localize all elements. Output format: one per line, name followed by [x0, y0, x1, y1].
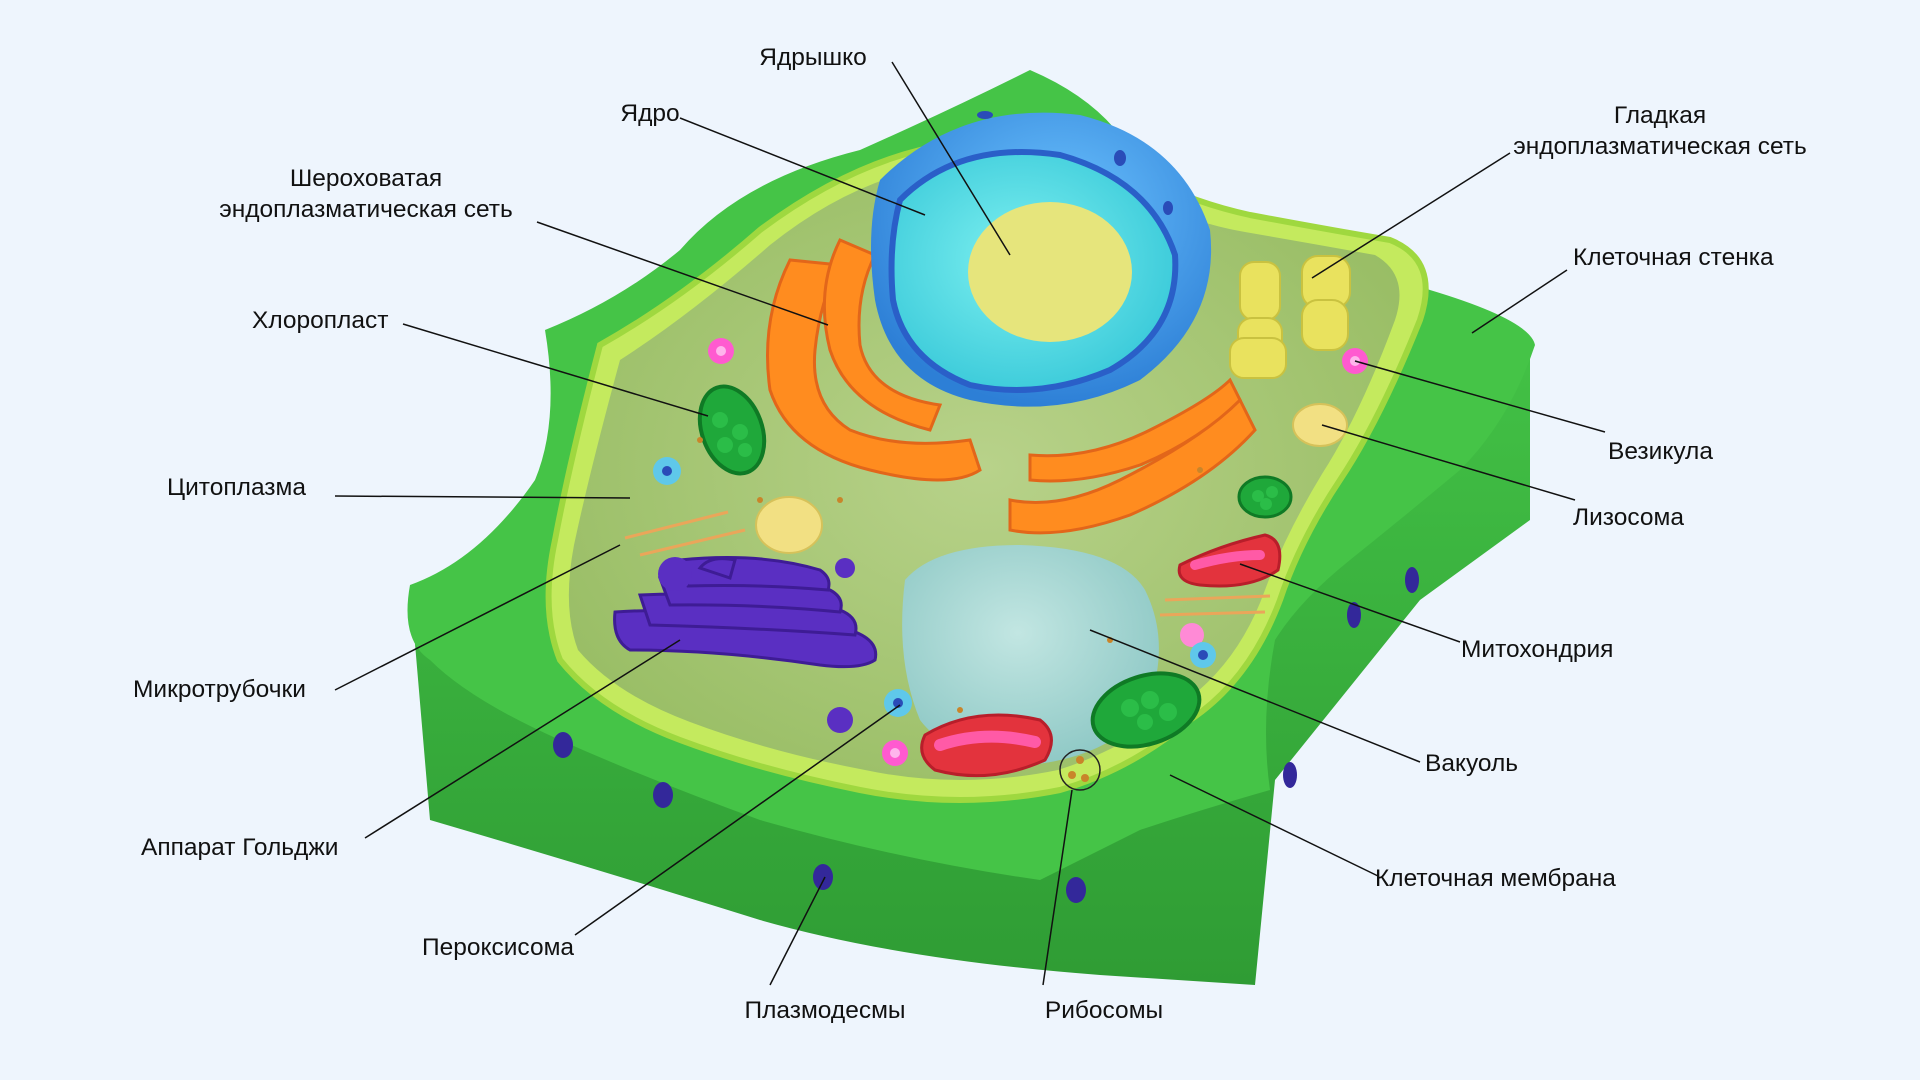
label-plasmodesmata: Плазмодесмы: [744, 997, 906, 1024]
label-peroxisome: Пероксисома: [422, 934, 575, 961]
label-vesicle: Везикула: [1608, 438, 1713, 465]
label-ribosomes: Рибосомы: [1044, 997, 1164, 1024]
lysosomes: [755, 403, 1348, 554]
ribosome-highlight: [1059, 749, 1101, 791]
label-smooth-er-line2: эндоплазматическая сеть: [1513, 133, 1807, 160]
label-microtubules: Микротрубочки: [133, 676, 306, 703]
mitochondria: [920, 533, 1282, 778]
ribosomes: [697, 437, 1203, 782]
golgi-apparatus: [613, 556, 878, 669]
label-lysosome: Лизосома: [1573, 504, 1684, 531]
label-nucleus: Ядро: [620, 100, 680, 127]
label-vacuole: Вакуоль: [1425, 750, 1519, 777]
label-cytoplasm: Цитоплазма: [167, 474, 306, 501]
label-cell-wall: Клеточная стенка: [1573, 244, 1774, 271]
chloroplasts: [697, 384, 1293, 749]
label-rough-er-line2: эндоплазматическая сеть: [219, 196, 513, 223]
label-mitochondria: Митохондрия: [1461, 636, 1614, 663]
smooth-er: [1229, 255, 1351, 379]
label-smooth-er-line1: Гладкая: [1613, 102, 1707, 129]
microtubules: [624, 510, 1271, 617]
label-golgi: Аппарат Гольджи: [141, 834, 339, 861]
nucleus: [871, 111, 1212, 407]
label-cell-membrane: Клеточная мембрана: [1375, 865, 1616, 892]
label-chloroplast: Хлоропласт: [252, 307, 389, 334]
leader-lines: [334, 61, 1606, 986]
peroxisomes: [653, 457, 1216, 717]
label-rough-er-line1: Шероховатая: [289, 165, 443, 192]
label-nucleolus: Ядрышко: [759, 44, 867, 71]
nucleolus: [968, 202, 1132, 342]
rough-er: [766, 238, 1257, 535]
